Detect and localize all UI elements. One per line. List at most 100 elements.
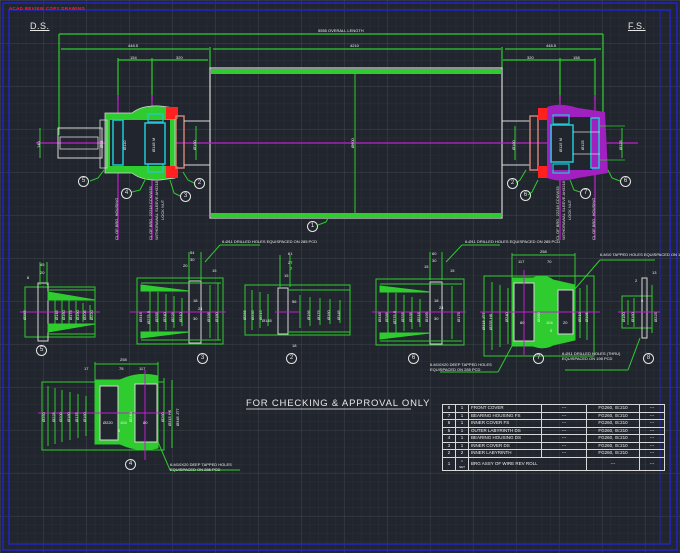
callout-ds-5[interactable]: 5 <box>78 176 89 187</box>
bom-row[interactable]: 7 1 BEARING HOUSING FS --- FG260, IS:210… <box>442 411 665 420</box>
bom-ref: --- <box>541 449 587 458</box>
bom-qty: 1 <box>455 441 469 450</box>
bom-qty: 1 <box>455 411 469 420</box>
fs-dim-160: Ø160 <box>511 140 516 150</box>
detail-callout-6[interactable]: 6 <box>408 353 419 364</box>
callout-ds-4[interactable]: 4 <box>121 188 132 199</box>
bom-description: INNER COVER DS <box>468 441 542 450</box>
d3-dim-210: Ø210 <box>178 312 183 322</box>
bom-row[interactable]: 8 1 FRONT COVER --- FG260, IS:210 --- <box>442 404 665 413</box>
bom-qty: 1 <box>455 426 469 435</box>
d7-dim-195: Ø195 <box>584 312 589 322</box>
d4-dim-175: Ø175 <box>74 412 79 422</box>
d5-dim-190: Ø190 <box>75 310 80 320</box>
d4-hole-note: 6-M10X20 DEEP TAPPED HOLES EQUISPACED ON… <box>170 462 232 472</box>
d4-dim-240: Ø240 <box>128 412 133 422</box>
ds-dim-110: Ø110 <box>122 140 127 151</box>
d7-dim-260: Ø260 <box>536 312 541 322</box>
detail-6-geometry <box>372 244 466 346</box>
d8-dim-180: Ø180 <box>621 312 626 322</box>
ds-shaft-dia-dim: 140 <box>36 141 41 148</box>
detail-callout-2[interactable]: 2 <box>286 353 297 364</box>
bom-description: BEARING HOUSING FS <box>468 411 542 420</box>
d8-dim-13: 13 <box>652 270 657 275</box>
bom-remark: --- <box>639 449 665 458</box>
bom-material: FG260, IS:210 <box>586 449 640 458</box>
callout-fs-7[interactable]: 7 <box>580 188 591 199</box>
fs-dim-115: Ø115 M <box>558 138 563 152</box>
callout-shell-1[interactable]: 1 <box>307 221 318 232</box>
ds-dim-145: Ø145 M <box>151 137 156 152</box>
bom-item: 3 <box>442 441 456 450</box>
bom-ref: --- <box>541 426 587 435</box>
d4-dim-200: Ø200 <box>58 412 63 422</box>
bom-row[interactable]: 4 1 BEARING HOUSING DS --- FG260, IS:210… <box>442 434 665 443</box>
bom-row[interactable]: 2 2 INNER LABYRINTH --- FG260, IS:210 --… <box>442 449 665 458</box>
ds-note-locknut: LOCK NUT <box>160 199 165 220</box>
d8-dim-160: Ø160 <box>630 312 635 322</box>
d3-dim-225: Ø225 <box>170 312 175 322</box>
bom-item: 2 <box>442 449 456 458</box>
d3-hole-note: 6-Ø11 DRILLED HOLES EQUISPACED ON 285 PC… <box>222 239 317 244</box>
bom-material: FG260, IS:210 <box>586 404 640 413</box>
d4-dim-258: 258 <box>120 357 127 362</box>
d4-dim-315: Ø315 H6 <box>167 409 172 426</box>
d5-dim-205: Ø205 <box>82 310 87 320</box>
bom-row[interactable]: 6 1 INNER COVER FS --- FG260, IS:210 --- <box>442 419 665 428</box>
callout-fs-2[interactable]: 2 <box>507 178 518 189</box>
d3-dim-30: 30 <box>190 257 195 262</box>
bom-ref: --- <box>541 419 587 428</box>
bom-remark: --- <box>639 426 665 435</box>
d6-dim-30: 30 <box>432 258 437 263</box>
d4-dim-345: Ø345 JT7 <box>175 408 180 426</box>
fs-dim-125a: Ø125 <box>580 140 585 150</box>
d8-dim-5: 5 <box>641 298 644 303</box>
d2-inner-56: 56 <box>292 299 297 304</box>
bom-row[interactable]: 1 1 SET BRG ASSY OF WIRE REV ROLL --- --… <box>442 456 665 471</box>
d5-dim-160: Ø160 <box>61 310 66 320</box>
d8-hole-note: 6-Ø11 DRILLED HOLES (THRU) EQUISPACED ON… <box>562 351 621 361</box>
drive-side-assembly <box>39 105 210 181</box>
bom-remark: --- <box>639 441 665 450</box>
ds-dim-160: Ø160 <box>192 140 197 150</box>
d4-inner-104: 104 <box>120 420 127 425</box>
d7-inner-104: 104 <box>546 320 553 325</box>
shell-diameter-dim: Ø600 <box>350 138 355 148</box>
fs-note-locknut: LOCK NUT <box>567 199 572 220</box>
d6-dim-275: Ø275.5 <box>392 310 397 324</box>
detail-callout-7[interactable]: 7 <box>533 353 544 364</box>
bom-row[interactable]: 5 1 OUTER LABYRINTH DS --- FG260, IS:210… <box>442 426 665 435</box>
d3-dim-180: Ø180 <box>214 312 219 322</box>
detail-callout-4[interactable]: 4 <box>125 459 136 470</box>
d6-dim-60: 60 <box>432 251 437 256</box>
callout-fs-6b[interactable]: 6 <box>620 176 631 187</box>
dim-fs-320: 320 <box>527 55 534 60</box>
callout-ds-2[interactable]: 2 <box>194 178 205 189</box>
bom-material: FG260, IS:210 <box>586 434 640 443</box>
d2-dim-145: Ø145 <box>336 310 341 320</box>
d7-dim-258: 258 <box>540 249 547 254</box>
detail-callout-3[interactable]: 3 <box>197 353 208 364</box>
d6-dim-255: Ø255 <box>400 312 405 322</box>
bom-description: BRG ASSY OF WIRE REV ROLL <box>468 456 587 471</box>
d4-dim-160: Ø160 <box>82 412 87 422</box>
d5-dim-220: Ø220 <box>89 310 94 320</box>
callout-ds-3[interactable]: 3 <box>180 191 191 202</box>
bom-remark: --- <box>639 404 665 413</box>
d7-dim-117: 117 <box>518 259 525 264</box>
d6-inner-18: 18 <box>434 298 439 303</box>
callout-fs-6a[interactable]: 6 <box>520 190 531 201</box>
d7-dim-210: Ø210 <box>577 312 582 322</box>
bom-row[interactable]: 3 1 INNER COVER DS --- FG260, IS:210 --- <box>442 441 665 450</box>
detail-callout-5[interactable]: 5 <box>36 345 47 356</box>
bom-description: FRONT COVER <box>468 404 542 413</box>
dim-ds-154: 154 <box>130 55 137 60</box>
d4-inner-5: 5 <box>118 428 121 433</box>
d6-dim-215: Ø215 <box>416 312 421 322</box>
detail-callout-8[interactable]: 8 <box>643 353 654 364</box>
bom-material: FG260, IS:210 <box>586 411 640 420</box>
fs-dim-125b: Ø125 <box>618 140 623 150</box>
d3-dim-315: Ø315 <box>138 312 143 322</box>
